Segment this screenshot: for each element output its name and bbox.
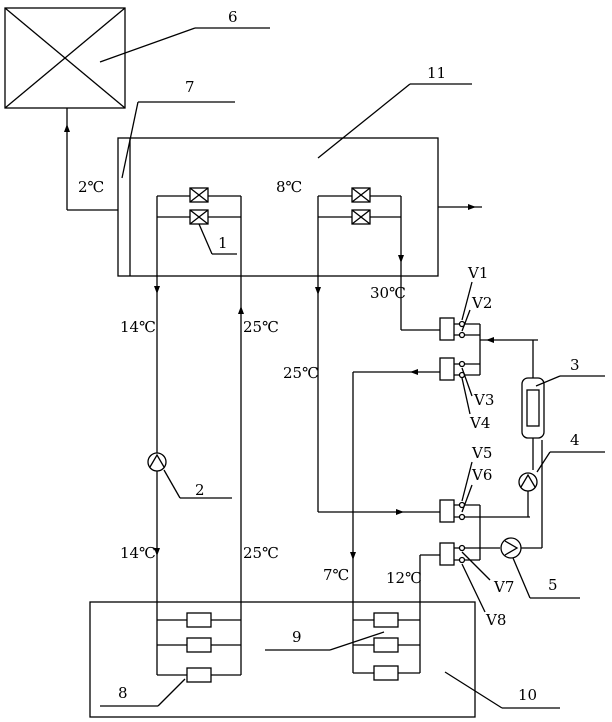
temp-label-8c: 8℃	[276, 178, 302, 196]
temp-label-2c: 2℃	[78, 178, 104, 196]
exchanger-element-3	[351, 187, 371, 203]
valve-label-v6: V6	[471, 466, 492, 484]
valve-label-v5: V5	[471, 444, 492, 462]
callout-5: 5	[548, 576, 558, 594]
circulation-pump-2	[147, 452, 167, 472]
chiller-unit-3	[521, 340, 545, 470]
callout-2: 2	[195, 481, 205, 499]
valve-manifold-top	[439, 317, 538, 381]
valve-label-v2: V2	[471, 294, 492, 312]
callout-10: 10	[518, 686, 537, 704]
callout-7: 7	[185, 78, 195, 96]
valve-label-v4: V4	[469, 414, 490, 432]
callout-3: 3	[570, 356, 580, 374]
valve-label-v7: V7	[493, 578, 514, 596]
callout-leaders	[99, 27, 605, 709]
air-handler-unit	[4, 7, 126, 109]
left-loop-pipes	[154, 276, 244, 602]
right-loop-pipes	[315, 255, 440, 602]
storage-tank-10	[89, 601, 476, 718]
valve-label-v3: V3	[473, 391, 494, 409]
exchanger-element-1	[189, 187, 209, 203]
supply-pipe-to-air-handler	[64, 108, 118, 211]
callout-11: 11	[427, 64, 446, 82]
valve-label-v1: V1	[467, 264, 488, 282]
callout-9: 9	[292, 628, 302, 646]
valve-manifold-bottom	[439, 499, 530, 566]
left-heat-exchanger-bank	[156, 187, 242, 276]
temp-label-12c: 12℃	[386, 569, 422, 587]
callout-6: 6	[228, 8, 238, 26]
temp-label-30c: 30℃	[370, 284, 406, 302]
cold-storage-enclosure	[117, 137, 482, 277]
exchanger-element-4	[351, 209, 371, 225]
pump-5	[500, 537, 542, 559]
temp-label-25c-top: 25℃	[243, 318, 279, 336]
temp-label-25c-mid: 25℃	[283, 364, 319, 382]
temp-label-14c-top: 14℃	[120, 318, 156, 336]
right-coil-bank-9	[352, 602, 421, 681]
right-heat-exchanger-bank	[317, 187, 402, 276]
callout-8: 8	[118, 684, 128, 702]
callout-4: 4	[570, 431, 580, 449]
left-coil-bank-8	[156, 602, 242, 683]
pump-4	[518, 440, 543, 548]
exchanger-element-2	[189, 209, 209, 225]
callout-1: 1	[218, 234, 228, 252]
temp-label-7c: 7℃	[323, 566, 349, 584]
temp-label-14c-bottom: 14℃	[120, 544, 156, 562]
valve-label-v8: V8	[485, 611, 506, 629]
temp-label-25c-bottom: 25℃	[243, 544, 279, 562]
